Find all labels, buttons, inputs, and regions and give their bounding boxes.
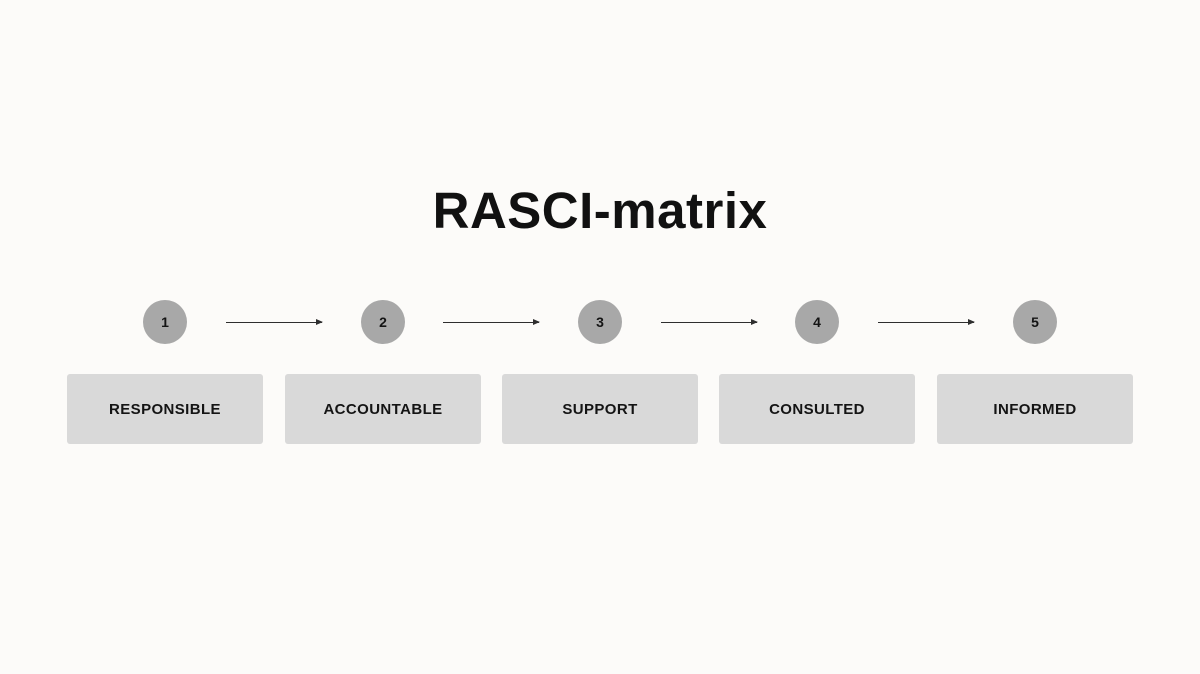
- step-3-box: SUPPORT: [502, 374, 698, 444]
- step-2-circle: 2: [361, 300, 405, 344]
- step-4-box: CONSULTED: [719, 374, 915, 444]
- step-5-label: INFORMED: [993, 400, 1077, 418]
- arrow-right-icon: [443, 319, 540, 325]
- step-accountable: 2 ACCOUNTABLE: [285, 300, 481, 444]
- step-5-circle: 5: [1013, 300, 1057, 344]
- step-responsible: 1 RESPONSIBLE: [67, 300, 263, 444]
- step-support: 3 SUPPORT: [502, 300, 698, 444]
- arrow-right-icon: [661, 319, 758, 325]
- page-title: RASCI-matrix: [432, 182, 768, 239]
- step-2-label: ACCOUNTABLE: [323, 400, 443, 418]
- step-5-box: INFORMED: [937, 374, 1133, 444]
- step-2-box: ACCOUNTABLE: [285, 374, 481, 444]
- step-3-circle: 3: [578, 300, 622, 344]
- step-1-box: RESPONSIBLE: [67, 374, 263, 444]
- step-4-number: 4: [813, 314, 821, 330]
- step-consulted: 4 CONSULTED: [719, 300, 915, 444]
- step-informed: 5 INFORMED: [937, 300, 1133, 444]
- step-4-label: CONSULTED: [769, 400, 865, 418]
- step-1-number: 1: [161, 314, 169, 330]
- step-1-circle: 1: [143, 300, 187, 344]
- step-2-number: 2: [379, 314, 387, 330]
- step-4-circle: 4: [795, 300, 839, 344]
- step-1-label: RESPONSIBLE: [109, 400, 221, 418]
- step-5-number: 5: [1031, 314, 1039, 330]
- arrow-right-icon: [226, 319, 323, 325]
- step-3-label: SUPPORT: [562, 400, 638, 418]
- arrow-right-icon: [878, 319, 975, 325]
- step-3-number: 3: [596, 314, 604, 330]
